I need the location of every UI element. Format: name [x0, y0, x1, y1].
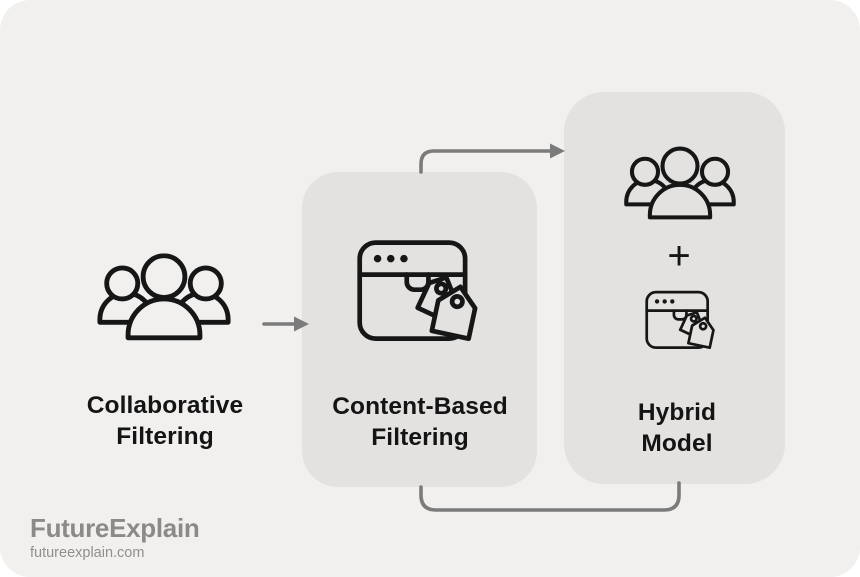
arrowhead-right-icon	[550, 143, 565, 159]
plus-icon: +	[667, 234, 691, 278]
label-line: Collaborative	[86, 392, 244, 419]
brand-website: futureexplain.com	[30, 545, 145, 561]
hybrid-model-label: Hybrid Model	[557, 397, 797, 459]
brand-block: FutureExplain futureexplain.com	[30, 513, 200, 562]
label-line: Filtering	[116, 423, 214, 450]
content-based-filtering-card	[302, 172, 537, 487]
people-group-icon	[623, 146, 737, 222]
people-group-icon	[96, 253, 232, 343]
label-line: Hybrid	[637, 399, 717, 426]
label-line: Content-Based	[332, 393, 508, 420]
label-line: Filtering	[371, 424, 469, 451]
arrow-content-to-hybrid-top	[419, 149, 553, 174]
browser-tags-icon	[355, 234, 483, 351]
browser-tags-icon	[644, 287, 718, 355]
line-content-to-hybrid-bottom	[419, 481, 681, 512]
label-line: Model	[641, 430, 713, 457]
content-based-filtering-label: Content-Based Filtering	[300, 391, 540, 453]
collaborative-filtering-label: Collaborative Filtering	[45, 390, 285, 452]
brand-name: FutureExplain	[30, 513, 200, 543]
